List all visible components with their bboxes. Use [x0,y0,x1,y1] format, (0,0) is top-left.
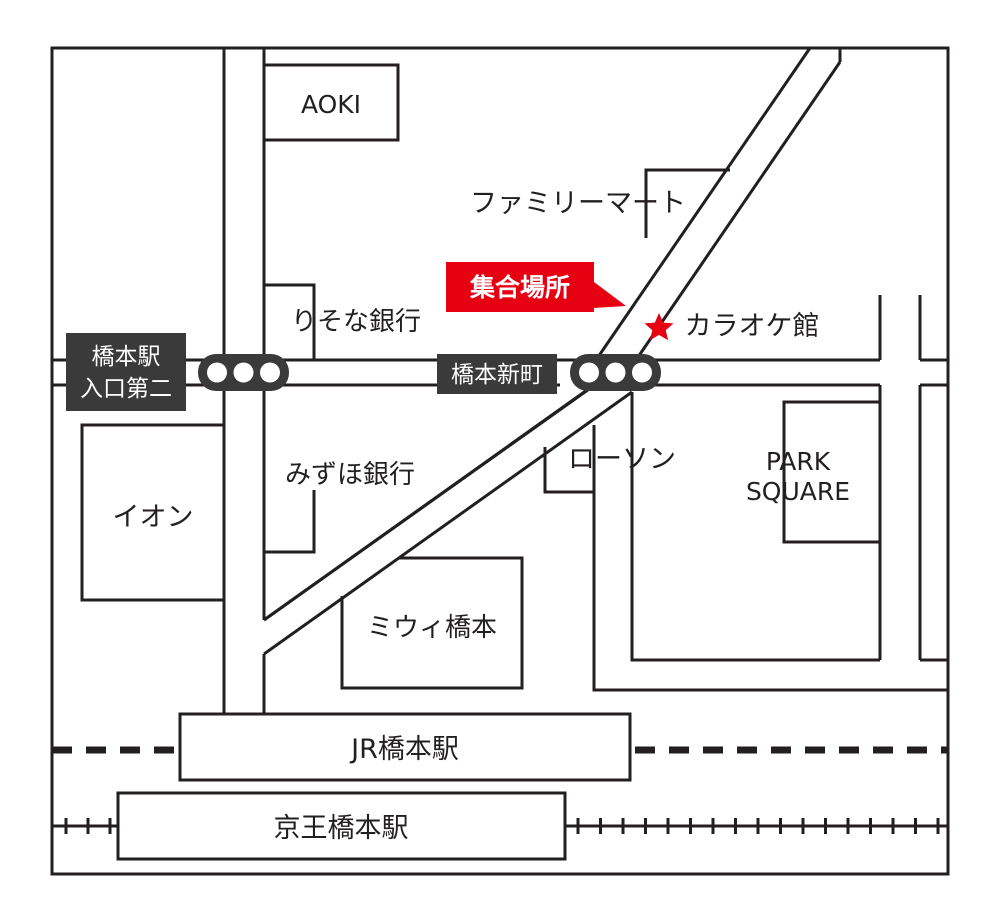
building-mizuho: みずほ銀行 [264,460,415,554]
building-family-mart: ファミリーマート [470,168,730,238]
lawson-label: ローソン [568,444,676,475]
station-jr: JR橋本駅 [178,712,632,782]
karaoke-destination: カラオケ館 [644,311,820,342]
meeting-point-label: 集合場所 [469,273,570,302]
south-road [592,392,948,692]
east-road-vertical [878,295,948,662]
building-resona: りそな銀行 [264,283,421,360]
building-miwi: ミウィ橋本 [340,556,524,690]
keio-railway-line [52,818,948,834]
traffic-signal-icon [570,354,661,391]
intersection-badge-center: 橋本新町 [437,354,557,394]
intersection-badge-west: 橋本駅 入口第二 [66,333,186,411]
building-aeon: イオン [80,423,224,602]
aoki-label: AOKI [301,90,361,119]
aeon-label: イオン [113,502,194,533]
station-keio: 京王橋本駅 [116,791,567,861]
building-lawson: ローソン [543,444,676,494]
building-aoki: AOKI [264,63,400,142]
park-square-label-line1: PARK [766,447,831,476]
meeting-point-callout: 集合場所 [446,262,626,312]
karaoke-label: カラオケ館 [685,311,820,342]
resona-bank-label: りそな銀行 [291,307,421,337]
mizuho-bank-label: みずほ銀行 [285,460,415,490]
family-mart-label: ファミリーマート [470,188,686,219]
intersection-west-label-line2: 入口第二 [80,376,172,402]
intersection-center-label: 橋本新町 [451,362,543,388]
park-square-label-line2: SQUARE [746,477,850,506]
star-marker-icon [644,313,674,341]
jr-station-label: JR橋本駅 [349,734,459,765]
keio-station-label: 京王橋本駅 [274,813,409,844]
miwi-label: ミウィ橋本 [367,613,497,643]
west-road-vertical [222,48,266,714]
building-park-square: PARK SQUARE [746,400,880,544]
traffic-signal-icon [198,354,289,391]
intersection-west-label-line1: 橋本駅 [92,344,161,370]
